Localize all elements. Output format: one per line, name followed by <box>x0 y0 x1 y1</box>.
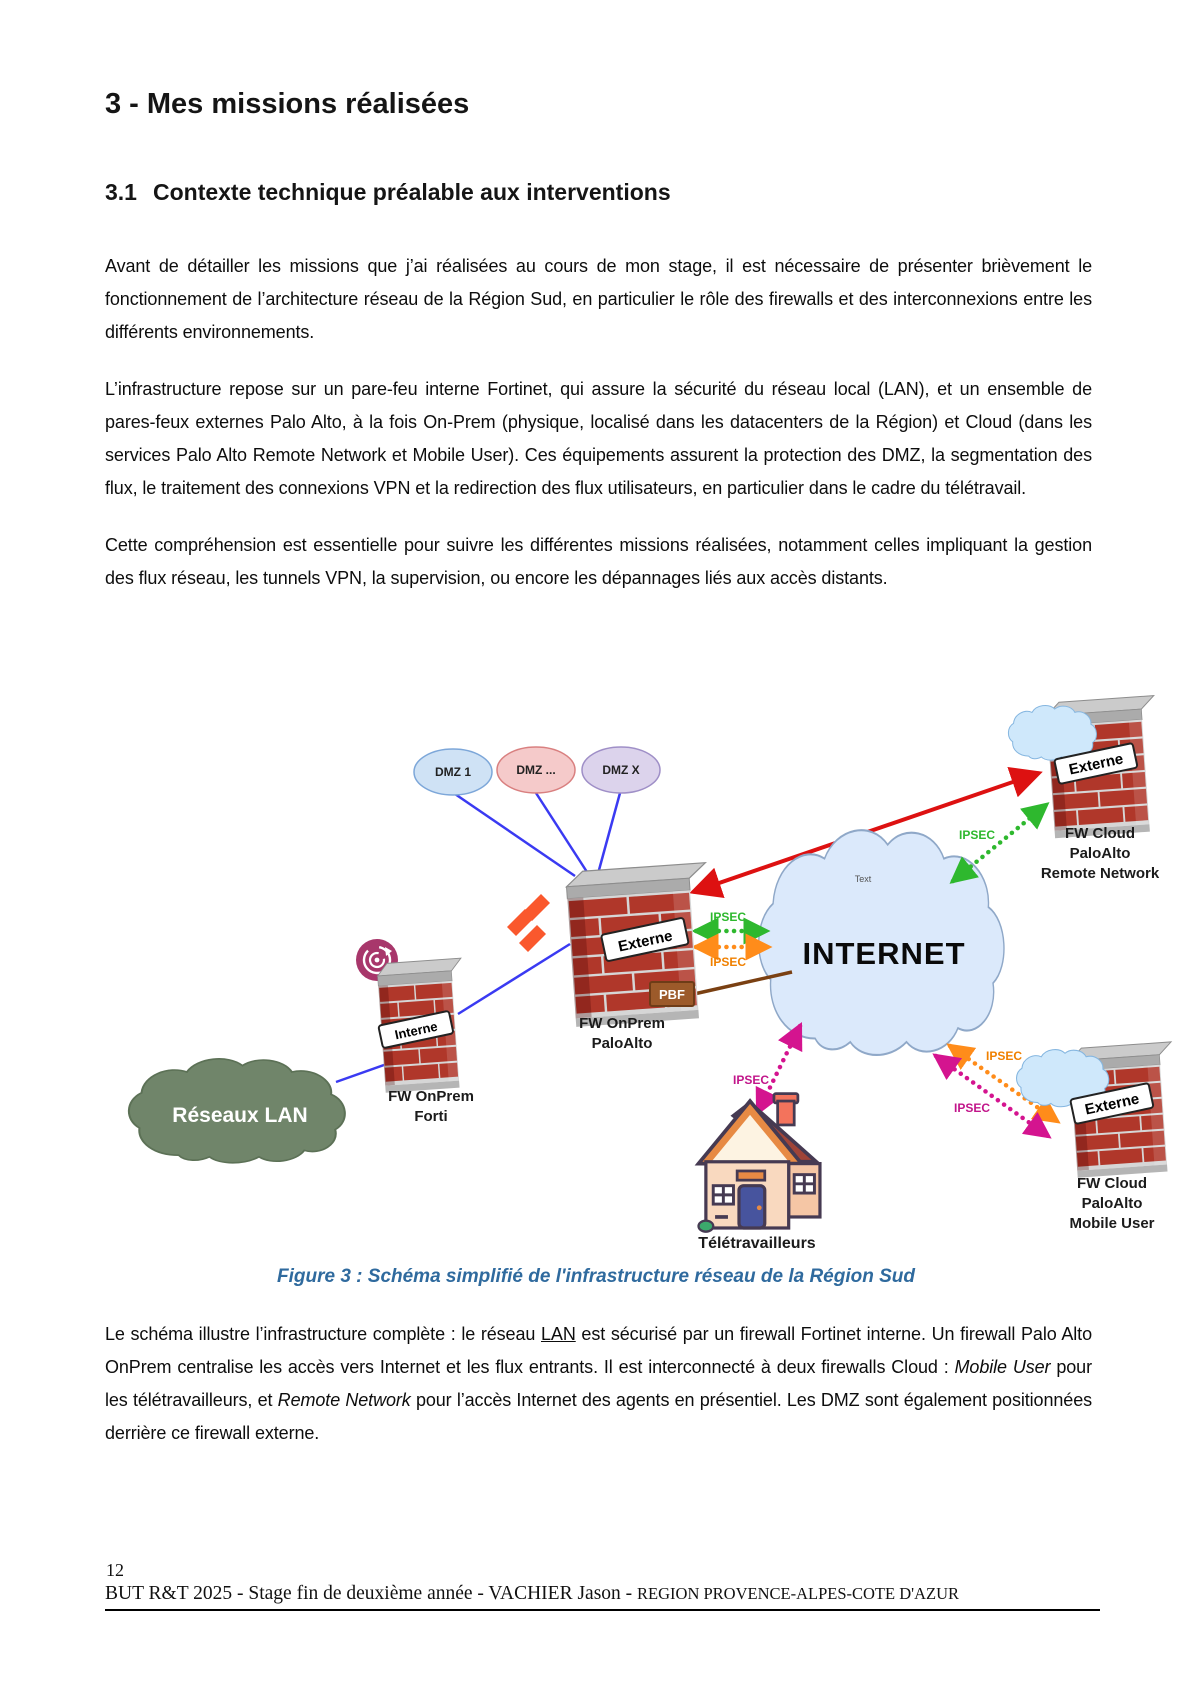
p4-text: pour l’accès Internet des agents en prés… <box>105 1390 1093 1443</box>
internet-label: INTERNET <box>803 936 966 971</box>
fw-onprem-paloalto: Externe PBF FW OnPrem PaloAlto <box>564 862 717 1052</box>
p4-remote-network-italic: Remote Network <box>277 1390 411 1410</box>
dmz-1-label: DMZ 1 <box>435 765 471 779</box>
footer-text: BUT R&T 2025 - Stage fin de deuxième ann… <box>105 1583 638 1604</box>
fw-cloud-mu-caption-3: Mobile User <box>1069 1215 1154 1232</box>
fw-cloud-rn-caption-3: Remote Network <box>1041 865 1160 882</box>
dmz-dots-oval <box>496 746 576 794</box>
paragraph-3: Cette compréhension est essentielle pour… <box>105 535 1092 588</box>
footer-organization: REGION PROVENCE-ALPES-COTE D'AZUR <box>637 1584 959 1603</box>
lan-cloud: Réseaux LAN <box>127 1057 346 1164</box>
p4-text: Le schéma illustre l’infrastructure comp… <box>105 1324 541 1344</box>
ipsec-label: IPSEC <box>710 955 746 969</box>
page-number: 12 <box>106 1560 124 1580</box>
ipsec-green-link-rn <box>949 802 1050 884</box>
footer-line: BUT R&T 2025 - Stage fin de deuxième ann… <box>105 1583 1100 1611</box>
dmz-1-oval <box>413 748 493 796</box>
p4-mobile-user-italic: Mobile User <box>954 1357 1051 1377</box>
dmz-node-x: DMZ X <box>581 746 661 794</box>
dmz-node-dots: DMZ ... <box>496 746 576 794</box>
subsection-number: 3.1 <box>105 179 137 205</box>
fw-onprem-forti-caption-2: Forti <box>414 1108 447 1125</box>
lan-label: Réseaux LAN <box>172 1104 307 1127</box>
dmz-node-1: DMZ 1 <box>413 748 493 796</box>
fw-cloud-mu-caption-2: PaloAlto <box>1082 1195 1143 1212</box>
dmz-dots-label: DMZ ... <box>516 763 555 777</box>
page-content: 3 - Mes missions réalisées 3.1 Contexte t… <box>0 0 1192 595</box>
p4-lan-underlined: LAN <box>541 1324 576 1344</box>
fw-onprem-forti-caption-1: FW OnPrem <box>388 1088 474 1105</box>
network-diagram: Text INTERNET IPSEC IPSEC IPSEC IPSEC IP… <box>127 695 1181 1252</box>
figure-caption: Figure 3 : Schéma simplifié de l'infrast… <box>276 1266 916 1287</box>
pbf-badge: PBF <box>649 981 695 1007</box>
internet-text-tag: Text <box>855 874 872 884</box>
dmz-x-label: DMZ X <box>602 763 639 777</box>
subsection-title: Contexte technique préalable aux interve… <box>152 179 671 205</box>
fw-onprem-forti: Interne FW OnPrem Forti <box>376 957 474 1125</box>
ipsec-label: IPSEC <box>733 1073 769 1087</box>
palo-alto-logo-icon <box>507 894 550 952</box>
p4-text: pour les télétravailleurs, et <box>105 1357 1092 1410</box>
subsection-heading: 3.1 Contexte technique préalable aux inte… <box>105 179 1092 206</box>
teleworkers-label: Télétravailleurs <box>698 1235 816 1252</box>
fw-cloud-mobile-user: Externe FW Cloud PaloAlto Mobile User <box>1015 1041 1181 1232</box>
paragraph-2: L’infrastructure repose sur un pare-feu … <box>105 379 1092 498</box>
section-heading: 3 - Mes missions réalisées <box>105 88 470 120</box>
ipsec-label: IPSEC <box>959 828 995 842</box>
fw-cloud-rn-caption-2: PaloAlto <box>1070 845 1131 862</box>
paragraph-1: Avant de détailler les missions que j’ai… <box>105 256 1092 342</box>
externe-tag: Externe <box>1053 742 1139 785</box>
pbf-link <box>693 970 793 996</box>
ipsec-magenta-link-mu <box>932 1053 1052 1139</box>
interne-tag: Interne <box>377 1010 454 1049</box>
fw-onprem-palo-caption-2: PaloAlto <box>592 1035 653 1052</box>
fw-cloud-remote-network: Externe FW Cloud PaloAlto Remote Network <box>1007 695 1164 882</box>
ipsec-label: IPSEC <box>986 1049 1022 1063</box>
ipsec-magenta-link-house <box>755 1021 803 1117</box>
ipsec-label: IPSEC <box>710 910 746 924</box>
fw-onprem-palo-caption-1: FW OnPrem <box>579 1015 665 1032</box>
dmz-x-oval <box>581 746 661 794</box>
page-footer: 12 BUT R&T 2025 - Stage fin de deuxième … <box>105 1560 1100 1611</box>
paragraph-4: Le schéma illustre l’infrastructure comp… <box>105 1318 1092 1450</box>
cloud-icon <box>1007 705 1097 761</box>
fw-cloud-mu-caption-1: FW Cloud <box>1077 1175 1147 1192</box>
p4-text: est sécurisé par un firewall Fortinet in… <box>105 1324 1092 1377</box>
house-icon <box>694 1092 822 1233</box>
fw-cloud-rn-caption-1: FW Cloud <box>1065 825 1135 842</box>
teleworkers-node: Télétravailleurs <box>694 1092 822 1252</box>
pbf-label: PBF <box>659 987 685 1002</box>
ipsec-label: IPSEC <box>954 1101 990 1115</box>
figure-3-diagram: Text INTERNET IPSEC IPSEC IPSEC IPSEC IP… <box>0 652 1192 1264</box>
